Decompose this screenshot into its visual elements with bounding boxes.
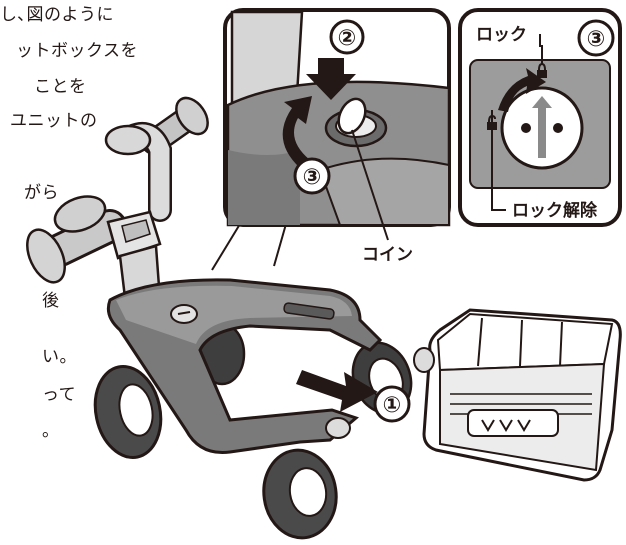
step-3-badge-right: ③ xyxy=(577,19,615,57)
instruction-line-6: 後 xyxy=(42,291,60,311)
instruction-line-3: ことを xyxy=(34,77,87,97)
unlock-label: ロック解除 xyxy=(512,200,598,221)
instruction-line-5: がら xyxy=(24,183,59,203)
handlebar xyxy=(26,96,209,308)
lock-label: ロック xyxy=(476,25,527,45)
lock-dial-detail-panel xyxy=(458,8,622,227)
ride-on-frame xyxy=(93,278,413,540)
instruction-line-1: し､図のように xyxy=(0,5,114,25)
svg-text:①: ① xyxy=(383,393,402,418)
instruction-line-9: 。 xyxy=(42,421,60,441)
instruction-line-4: ユニットの xyxy=(10,111,98,131)
svg-text:③: ③ xyxy=(587,27,606,52)
instruction-line-7: い。 xyxy=(42,347,77,367)
step-2-badge-left: ② xyxy=(329,19,365,55)
step-3-badge-left: ③ xyxy=(293,157,331,195)
battery-box xyxy=(413,308,622,482)
instruction-line-8: って xyxy=(42,385,77,405)
instruction-line-2: ットボックスを xyxy=(16,41,138,61)
step-1-badge: ① xyxy=(373,385,411,423)
coin-slot-detail-panel xyxy=(211,8,451,271)
insert-arrow xyxy=(296,370,378,412)
svg-text:③: ③ xyxy=(303,165,322,190)
svg-text:②: ② xyxy=(338,26,357,51)
coin-label: コイン xyxy=(362,245,413,265)
